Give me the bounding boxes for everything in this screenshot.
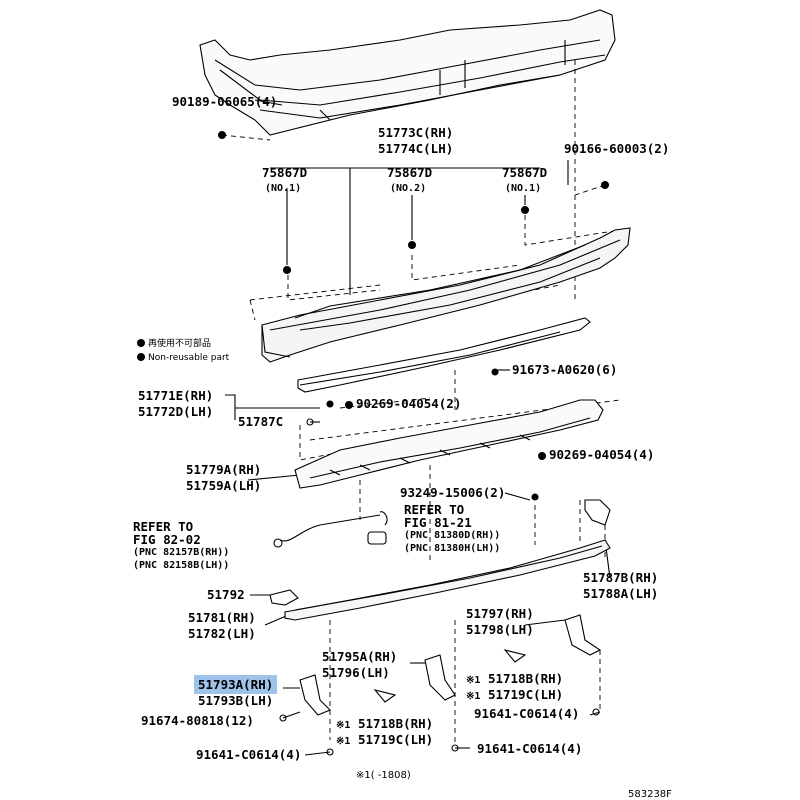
refer-82-02-pnc-rh: (PNC 82157B(RH)) (133, 547, 230, 558)
part-label-91641-c[interactable]: 91641-C0614(4) (477, 741, 583, 756)
part-label-51793b[interactable]: 51793B(LH) (198, 693, 274, 708)
part-sublabel-no1-b: (NO.1) (505, 183, 542, 194)
part-label-51797[interactable]: 51797(RH) (466, 606, 534, 621)
part-label-51719c-right[interactable]: ※1 51719C(LH) (466, 687, 564, 703)
part-label-91641-b[interactable]: 91641-C0614(4) (196, 747, 302, 762)
part-label-51792[interactable]: 51792 (207, 587, 245, 602)
part-label-51781[interactable]: 51781(RH) (188, 610, 256, 625)
part-label-91673[interactable]: 91673-A0620(6) (512, 362, 618, 377)
legend-item-1: 再使用不可部品 (137, 336, 211, 349)
part-label-51773c[interactable]: 51773C(RH) (378, 125, 454, 140)
part-label-75867d-1[interactable]: 75867D (262, 165, 308, 180)
part-label-91674[interactable]: 91674-80818(12) (141, 713, 254, 728)
part-label-51795a[interactable]: 51795A(RH) (322, 649, 398, 664)
refer-82-02-line1: REFER TO (133, 519, 194, 534)
part-label-51718b-left[interactable]: ※1 51718B(RH) (336, 716, 434, 732)
part-label-90189[interactable]: 90189-06065(4) (172, 94, 278, 109)
part-label-90269-2[interactable]: 90269-04054(2) (345, 397, 461, 411)
part-label-51787b[interactable]: 51787B(RH) (583, 570, 659, 585)
part-label-51774c[interactable]: 51774C(LH) (378, 141, 454, 156)
part-label-75867d-3[interactable]: 75867D (502, 165, 548, 180)
part-label-51788a[interactable]: 51788A(LH) (583, 586, 659, 601)
footnote: ※1( -1808) (356, 770, 411, 781)
part-label-90269-4[interactable]: 90269-04054(4) (538, 448, 654, 462)
refer-81-21-link[interactable]: FIG 81-21 (404, 515, 472, 530)
part-label-51771e[interactable]: 51771E(RH) (138, 388, 214, 403)
part-label-51782[interactable]: 51782(LH) (188, 626, 256, 641)
part-label-51787c[interactable]: 51787C (238, 414, 284, 429)
part-sublabel-no2: (NO.2) (390, 183, 427, 194)
non-reusable-dot-icon (345, 401, 353, 409)
part-label-51718b-right[interactable]: ※1 51718B(RH) (466, 671, 564, 687)
non-reusable-dot-icon (137, 339, 145, 347)
part-sublabel-no1-a: (NO.1) (265, 183, 302, 194)
refer-81-21-pnc-lh: (PNC 81380H(LH)) (404, 543, 501, 554)
part-label-51759a[interactable]: 51759A(LH) (186, 478, 262, 493)
part-label-93249[interactable]: 93249-15006(2) (400, 485, 506, 500)
figure-id: 583238F (628, 789, 672, 800)
part-label-91641-a[interactable]: 91641-C0614(4) (474, 706, 580, 721)
non-reusable-dot-icon (538, 452, 546, 460)
part-label-51719c-left[interactable]: ※1 51719C(LH) (336, 732, 434, 748)
part-label-51798[interactable]: 51798(LH) (466, 622, 534, 637)
part-label-90166[interactable]: 90166-60003(2) (564, 141, 670, 156)
part-label-75867d-2[interactable]: 75867D (387, 165, 433, 180)
refer-81-21-pnc-rh: (PNC 81380D(RH)) (404, 530, 501, 541)
refer-82-02-pnc-lh: (PNC 82158B(LH)) (133, 560, 230, 571)
part-label-51779a[interactable]: 51779A(RH) (186, 462, 262, 477)
highlight: 51793A(RH) (194, 675, 278, 694)
part-label-51772d[interactable]: 51772D(LH) (138, 404, 214, 419)
part-label-51793a[interactable]: 51793A(RH) (194, 675, 278, 694)
legend-item-2: Non-reusable part (137, 353, 229, 363)
part-label-51796[interactable]: 51796(LH) (322, 665, 390, 680)
non-reusable-dot-icon (137, 353, 145, 361)
refer-81-21-line1: REFER TO (404, 502, 465, 517)
refer-82-02-link[interactable]: FIG 82-02 (133, 532, 201, 547)
